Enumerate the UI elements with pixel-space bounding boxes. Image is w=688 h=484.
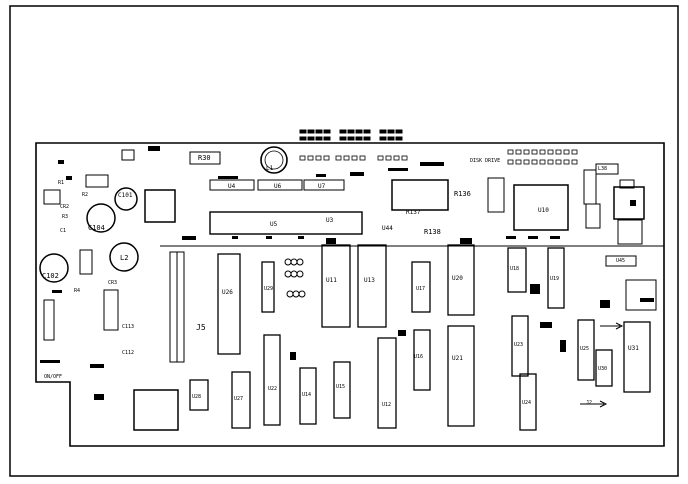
label-r138: R138 (424, 228, 441, 236)
label-c104: C104 (88, 224, 105, 232)
round-component (260, 146, 288, 174)
label-c101: C101 (118, 192, 133, 199)
label-u4: U4 (228, 183, 236, 190)
chip-bottom-left (133, 389, 179, 431)
label-c102: C102 (42, 272, 59, 280)
label-disk-drive: DISK DRIVE (470, 158, 500, 164)
label-u3: U3 (326, 217, 334, 224)
chip-square-left (144, 189, 176, 223)
label-u31: U31 (628, 345, 639, 352)
label-u27: U27 (234, 396, 243, 402)
label-l1: L1 (266, 165, 274, 172)
label-u5: U5 (270, 221, 278, 228)
label-u12: U12 (382, 402, 391, 408)
label-c1: C1 (60, 228, 66, 234)
chip-square-right (613, 186, 645, 220)
label-u21: U21 (452, 355, 463, 362)
right-resistors (487, 163, 657, 311)
label-r2: R2 (82, 192, 88, 198)
label-cr3: CR3 (108, 280, 117, 286)
outer-frame (9, 5, 679, 477)
capacitor-c102 (39, 253, 69, 283)
label-r30: R30 (198, 154, 211, 162)
label-r4: R4 (74, 288, 80, 294)
top-connector-pads (299, 129, 403, 141)
label-cr2: CR2 (60, 204, 69, 210)
label-r1: R1 (58, 180, 64, 186)
label-l2: L2 (120, 254, 128, 262)
label-r136: R136 (454, 190, 471, 198)
label-u44: U44 (382, 225, 393, 232)
label-u7: U7 (318, 183, 326, 190)
coils (284, 258, 306, 298)
label-u23: U23 (514, 342, 523, 348)
capacitor-c101 (114, 187, 138, 211)
label-u14: U14 (302, 392, 311, 398)
pad-rows (299, 149, 578, 165)
board-outline (35, 142, 665, 447)
label-r137: R137 (406, 209, 421, 216)
label-j5: J5 (196, 323, 206, 332)
small-parts (40, 146, 654, 400)
label-c113: C113 (122, 324, 134, 330)
capacitor-c104 (86, 203, 116, 233)
label-u17: U17 (416, 286, 425, 292)
label-u28: U28 (192, 394, 201, 400)
label-on-off: ON/OFF (44, 374, 62, 380)
label-u25: U25 (580, 346, 589, 352)
label-u24: U24 (522, 400, 531, 406)
left-small-parts (43, 149, 221, 341)
chip-r136 (391, 179, 449, 211)
label-u20: U20 (452, 275, 463, 282)
label-l38: L38 (598, 166, 607, 172)
chip-u10 (513, 184, 569, 231)
label-u6: U6 (274, 183, 282, 190)
label-u22: U22 (268, 386, 277, 392)
labels: R30 C101 C104 C102 L1 L2 U4 U5 U7 U6 U3 … (42, 154, 639, 408)
label-c112: C112 (122, 350, 134, 356)
label-j2: J2 (586, 400, 592, 406)
dip-chips (189, 244, 651, 431)
label-u26: U26 (222, 289, 233, 296)
label-u19: U19 (550, 276, 559, 282)
j5-connector (169, 251, 185, 363)
label-u29: U29 (264, 286, 273, 292)
label-u16: U16 (414, 354, 423, 360)
label-u30: U30 (598, 366, 607, 372)
label-u10: U10 (538, 207, 549, 214)
label-u15: U15 (336, 384, 345, 390)
label-u11: U11 (326, 277, 337, 284)
label-u45: U45 (616, 258, 625, 264)
module-u5 (209, 211, 363, 235)
label-r3: R3 (62, 214, 68, 220)
label-u18: U18 (510, 266, 519, 272)
arrow-marks (580, 322, 624, 408)
inductor-l2 (109, 242, 139, 272)
label-u13: U13 (364, 277, 375, 284)
